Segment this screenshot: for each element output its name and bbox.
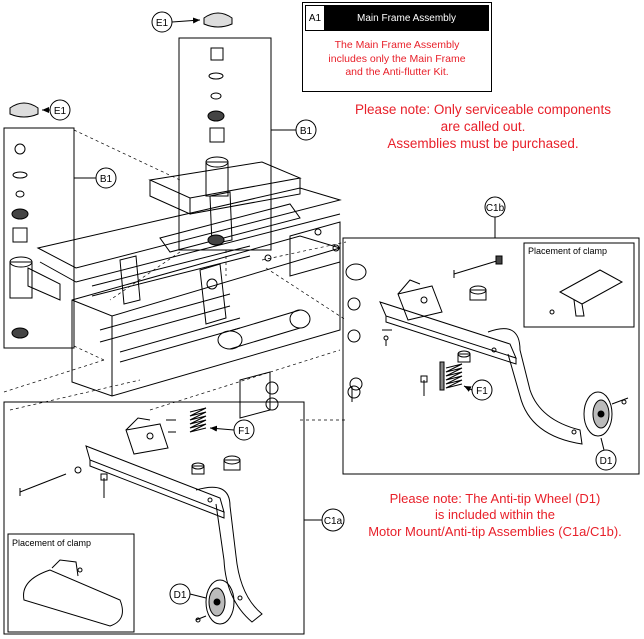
title-block-desc-line: includes only the Main Frame	[328, 52, 466, 65]
callout-b1-left-label: B1	[100, 174, 113, 185]
inset-label-left: Placement of clamp	[12, 538, 92, 548]
callout-f1-left: F1	[209, 419, 255, 441]
title-block-description: The Main Frame Assembly includes only th…	[303, 39, 491, 80]
title-block-desc-line: and the Anti-flutter Kit.	[345, 66, 449, 79]
callout-e1-left-label: E1	[54, 106, 67, 117]
callout-b1-top: B1	[271, 119, 317, 141]
callout-f1-right: F1	[463, 379, 493, 401]
inset-label-right: Placement of clamp	[528, 246, 608, 256]
callout-e1-top: E1	[151, 11, 201, 33]
callout-b1-left: B1	[74, 167, 117, 189]
note-line: Please note: Only serviceable components	[355, 102, 611, 117]
alignment-lines	[3, 129, 347, 421]
top-bearing-stack	[178, 12, 272, 251]
left-bearing-stack	[3, 102, 75, 349]
title-block-title: Main Frame Assembly	[325, 6, 488, 30]
callout-c1b: C1b	[484, 196, 506, 238]
note-line: Please note: The Anti-tip Wheel (D1)	[389, 491, 601, 506]
callout-c1b-label: C1b	[486, 203, 505, 214]
callout-d1-left-label: D1	[174, 590, 187, 601]
note-line: Motor Mount/Anti-tip Assemblies (C1a/C1b…	[368, 523, 622, 539]
title-block-desc-line: The Main Frame Assembly	[334, 39, 460, 51]
callout-d1-right: D1	[595, 437, 617, 471]
antitip-note: Please note: The Anti-tip Wheel (D1) is …	[350, 491, 640, 540]
callout-d1-right-label: D1	[600, 456, 613, 467]
callout-c1a-label: C1a	[324, 516, 343, 527]
serviceable-note: Please note: Only serviceable components…	[330, 102, 636, 153]
callout-c1a: C1a	[304, 508, 345, 532]
callout-e1-top-label: E1	[156, 18, 169, 29]
callout-b1-top-label: B1	[300, 126, 313, 137]
callout-d1-left: D1	[169, 583, 207, 605]
main-frame	[27, 161, 367, 419]
callout-f1-left-label: F1	[238, 426, 250, 437]
motor-mount-c1a	[3, 401, 305, 635]
title-block: A1 Main Frame Assembly The Main Frame As…	[302, 2, 492, 92]
title-block-code: A1	[306, 6, 325, 30]
note-line: is included within the	[435, 507, 555, 523]
note-line: are called out.	[440, 118, 526, 134]
title-block-header: A1 Main Frame Assembly	[305, 5, 489, 31]
callout-f1-right-label: F1	[476, 386, 488, 397]
motor-mount-c1b	[342, 237, 640, 475]
callout-e1-left: E1	[42, 99, 71, 121]
note-line: Assemblies must be purchased.	[387, 135, 579, 151]
